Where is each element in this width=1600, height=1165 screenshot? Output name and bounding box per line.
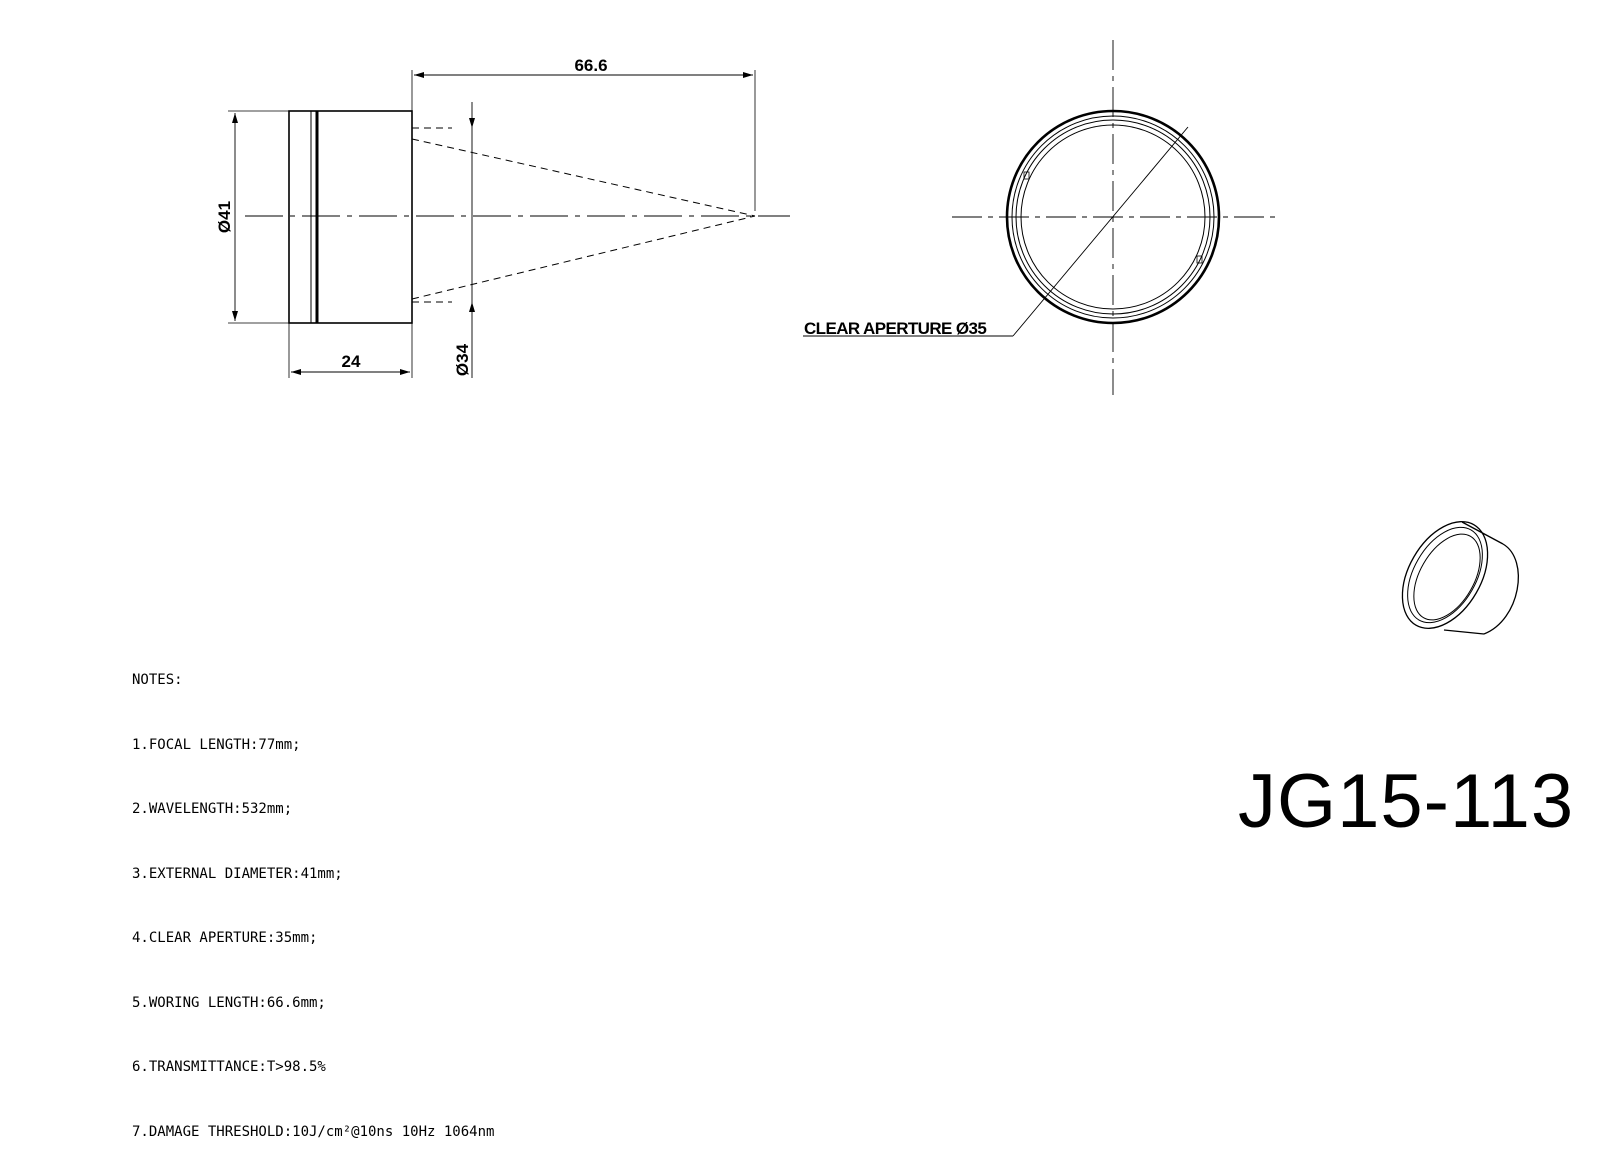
label-clear-aperture: CLEAR APERTURE Ø35 [804,319,986,338]
beam-dim-arrow-top [469,118,475,128]
side-view [228,70,790,378]
beam-edge-top [411,138,756,217]
clear-aperture-circle [1020,124,1206,310]
note-item-5: 5.WORING LENGTH:66.6mm; [132,994,326,1011]
notch-top-left [1023,171,1030,180]
note-item-7: 7.DAMAGE THRESHOLD:10J/cm²@10ns 10Hz 106… [132,1123,495,1140]
iso-front-face-aperture [1413,533,1481,621]
aperture-leader-diagonal [1012,126,1189,337]
note-item-3: 3.EXTERNAL DIAMETER:41mm; [132,865,343,882]
label-working-length: 66.6 [574,56,607,75]
front-view [803,40,1278,395]
note-item-2: 2.WAVELENGTH:532mm; [132,801,293,817]
note-item-4: 4.CLEAR APERTURE:35mm; [132,930,318,946]
outer-ring-inner-edge [1011,115,1215,319]
outer-ring [1005,109,1221,325]
note-item-6: 6.TRANSMITTANCE:T>98.5% [132,1059,326,1075]
iso-top-edge [1461,521,1504,545]
label-body-length: 24 [342,352,361,371]
iso-rear-edge [1483,543,1519,635]
iso-front-face-inner [1407,526,1483,624]
lens-edge [1015,119,1211,315]
notch-bottom-right [1196,255,1203,264]
label-beam-diameter: Ø34 [453,343,472,376]
part-number: JG15-113 [1238,759,1575,844]
iso-bottom-edge [1443,629,1485,635]
iso-front-face [1401,520,1489,630]
lens-body-outline [288,110,413,324]
notes-block: NOTES: 1.FOCAL LENGTH:77mm; 2.WAVELENGTH… [132,627,494,1165]
beam-edge-bottom [411,215,756,300]
label-outer-diameter: Ø41 [215,201,234,233]
beam-dim-arrow-bottom [469,302,475,312]
note-item-1: 1.FOCAL LENGTH:77mm; [132,736,301,753]
technical-drawing: 66.6 Ø41 24 Ø34 CLEAR APERTURE Ø35 [215,40,1519,635]
notes-heading: NOTES: [132,672,183,688]
isometric-view [1401,520,1519,635]
